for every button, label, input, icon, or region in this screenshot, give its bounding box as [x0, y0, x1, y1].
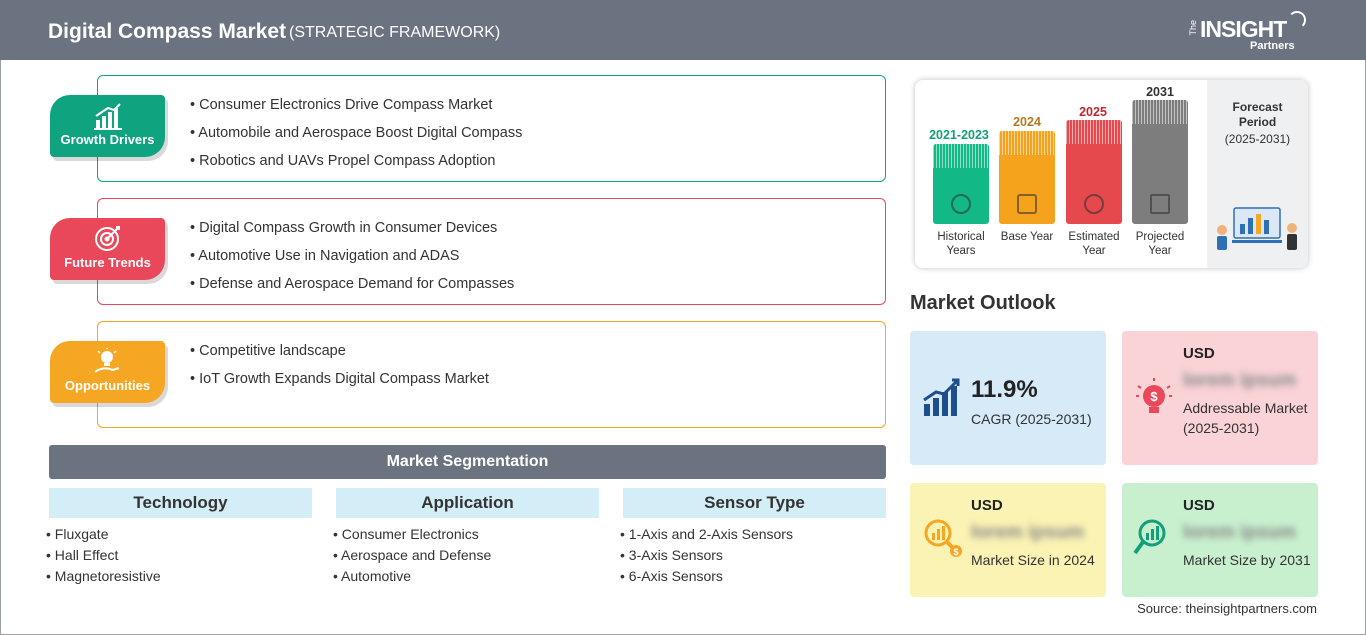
cagr-label: CAGR (2025-2031) [971, 411, 1092, 427]
insight-partners-logo[interactable]: The INSIGHT Partners [1188, 10, 1308, 54]
addressable-market-card: $ USD lorem ipsum Addressable Market (20… [1122, 331, 1318, 465]
addressable-value: lorem ipsum [1183, 370, 1296, 391]
growth-drivers-tag: Growth Drivers [50, 95, 165, 157]
logo-main: INSIGHT [1200, 16, 1287, 42]
list-item: • Automobile and Aerospace Boost Digital… [190, 125, 523, 141]
lightbulb-hand-icon [94, 348, 120, 373]
list-item: • Hall Effect [46, 547, 119, 563]
size-2024-value: lorem ipsum [971, 522, 1084, 543]
opportunities-tag: Opportunities [50, 341, 165, 403]
magnifier-chart-icon [1133, 519, 1166, 555]
market-size-2024-card: $ USD lorem ipsum Market Size in 2024 [910, 483, 1106, 597]
page-subtitle: (STRATEGIC FRAMEWORK) [289, 24, 501, 41]
gear-chart-icon [1084, 194, 1104, 214]
segment-list-application: • Consumer Electronics • Aerospace and D… [333, 525, 491, 588]
future-trends-tag: Future Trends [50, 218, 165, 280]
segment-heading-application: Application [336, 488, 599, 518]
caption-estimated: Estimated Year [1068, 231, 1120, 257]
logo-arc-icon [1288, 11, 1306, 29]
bar-base [999, 131, 1055, 224]
market-segmentation-title: Market Segmentation [49, 445, 886, 479]
list-item: • Magnetoresistive [46, 568, 161, 584]
bar-projected [1132, 100, 1188, 224]
market-outlook-title: Market Outlook [910, 292, 1056, 314]
source-citation: Source: theinsightpartners.com [1137, 601, 1317, 616]
lightbulb-dollar-icon: $ [1136, 378, 1172, 413]
logo-the: The [1188, 20, 1198, 36]
caption-base: Base Year [1000, 231, 1054, 243]
list-item: • Digital Compass Growth in Consumer Dev… [190, 220, 498, 236]
future-trends-card: • Digital Compass Growth in Consumer Dev… [97, 198, 886, 305]
segment-heading-technology: Technology [49, 488, 312, 518]
bar-historical [933, 144, 989, 224]
list-item: • Competitive landscape [190, 343, 346, 359]
forecast-period-range: (2025-2031) [1224, 132, 1291, 146]
forecast-period-label: Forecast Period [1232, 100, 1283, 129]
analyst-dashboard-icon [1217, 207, 1297, 250]
segment-list-sensor-type: • 1-Axis and 2-Axis Sensors • 3-Axis Sen… [620, 525, 793, 588]
list-item: • 3-Axis Sensors [620, 547, 723, 563]
list-item: • Fluxgate [46, 526, 109, 542]
svg-text:$: $ [953, 547, 958, 557]
cagr-value: 11.9% [971, 376, 1038, 403]
year-label-historical: 2021-2023 [929, 128, 989, 142]
bar-stripe [1132, 100, 1188, 124]
year-label-estimated: 2025 [1079, 105, 1107, 119]
svg-text:$: $ [1150, 389, 1158, 404]
list-item: • Automotive Use in Navigation and ADAS [190, 248, 460, 264]
size-2031-value: lorem ipsum [1183, 522, 1296, 543]
bar-stripe [1066, 120, 1122, 144]
page-title: Digital Compass Market [48, 20, 287, 43]
growth-drivers-card: • Consumer Electronics Drive Compass Mar… [97, 75, 886, 182]
magnifier-dollar-icon: $ [924, 519, 962, 557]
growth-drivers-list: • Consumer Electronics Drive Compass Mar… [190, 96, 522, 180]
logo-partners: Partners [1250, 40, 1295, 52]
list-item: • Consumer Electronics [333, 526, 479, 542]
list-item: • 6-Axis Sensors [620, 568, 723, 584]
year-label-projected: 2031 [1146, 85, 1174, 99]
presentation-icon [1150, 194, 1170, 214]
year-label-base: 2024 [1013, 115, 1041, 129]
list-item: • Consumer Electronics Drive Compass Mar… [190, 97, 493, 113]
list-item: • Aerospace and Defense [333, 547, 492, 563]
timeline-panel: 2021-2023 Historical Years 2024 Base Yea… [915, 80, 1308, 268]
history-clock-icon [951, 194, 971, 214]
future-trends-label: Future Trends [64, 255, 151, 270]
segment-list-technology: • Fluxgate • Hall Effect • Magnetoresist… [46, 525, 161, 588]
size-2031-currency: USD [1183, 497, 1215, 514]
addressable-label: Addressable Market (2025-2031) [1183, 400, 1308, 436]
bar-chart-growth-icon [94, 103, 122, 130]
list-item: • 1-Axis and 2-Axis Sensors [620, 526, 793, 542]
list-item: • Robotics and UAVs Propel Compass Adopt… [190, 153, 496, 169]
list-item: • Defense and Aerospace Demand for Compa… [190, 276, 515, 292]
growth-chart-icon [923, 378, 960, 416]
size-2031-label: Market Size by 2031 [1183, 552, 1311, 568]
calendar-icon [1017, 194, 1037, 214]
bar-stripe [933, 144, 989, 168]
growth-drivers-label: Growth Drivers [60, 132, 155, 147]
opportunities-label: Opportunities [64, 378, 151, 393]
opportunities-card: • Competitive landscape • IoT Growth Exp… [97, 321, 886, 428]
market-size-2031-card: USD lorem ipsum Market Size by 2031 [1122, 483, 1318, 597]
cagr-card: 11.9% CAGR (2025-2031) [910, 331, 1106, 465]
segment-heading-sensor-type: Sensor Type [623, 488, 886, 518]
header-bar: Digital Compass Market (STRATEGIC FRAMEW… [0, 0, 1366, 60]
addressable-currency: USD [1183, 345, 1215, 362]
list-item: • IoT Growth Expands Digital Compass Mar… [190, 371, 489, 387]
bar-stripe [999, 131, 1055, 155]
opportunities-list: • Competitive landscape • IoT Growth Exp… [190, 342, 489, 398]
size-2024-label: Market Size in 2024 [971, 552, 1095, 568]
bar-estimated [1066, 120, 1122, 224]
size-2024-currency: USD [971, 497, 1003, 514]
caption-projected: Projected Year [1135, 231, 1185, 257]
list-item: • Automotive [333, 568, 412, 584]
future-trends-list: • Digital Compass Growth in Consumer Dev… [190, 219, 514, 303]
target-icon [95, 226, 120, 251]
caption-historical: Historical Years [937, 231, 985, 257]
